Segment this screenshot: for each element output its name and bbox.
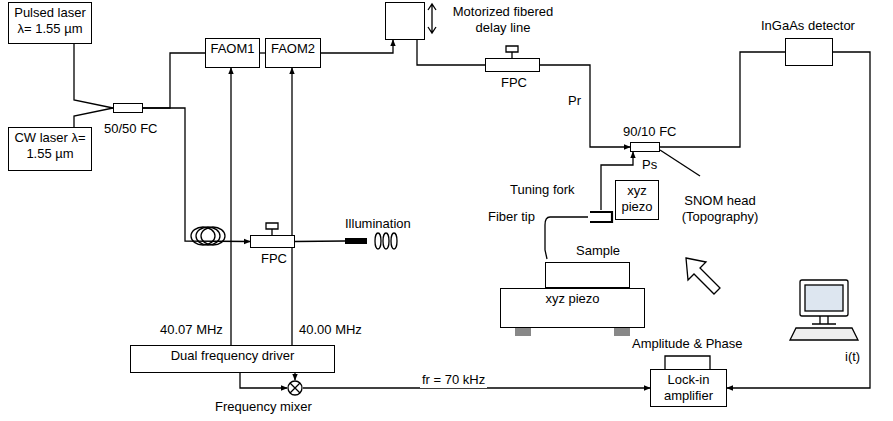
- piezo-box: xyz piezo: [615, 180, 659, 220]
- fiber-coupler: 50/50 FC: [113, 103, 143, 113]
- delay-line: Motorized fibered delay line: [385, 2, 425, 40]
- output-bracket: [665, 356, 710, 369]
- driver-box: Dual frequency driver: [130, 345, 335, 373]
- node-body: xyz piezo: [501, 289, 644, 309]
- node-text: FPC: [501, 75, 527, 91]
- fpc-knob: [266, 223, 278, 235]
- lockin-box: Lock-in amplifier: [650, 369, 727, 407]
- computer-screen: [805, 285, 843, 311]
- mixer-symbol: [287, 380, 303, 396]
- node-text: InGaAs detector: [761, 18, 855, 34]
- node-text: FAOM1: [210, 41, 254, 57]
- fiber-connector: [74, 44, 113, 108]
- piezo-stage: xyz piezo: [500, 288, 645, 328]
- fiber-coil: [191, 227, 215, 245]
- fiber-connector: [240, 373, 287, 388]
- node-text: Dual frequency driver: [171, 348, 295, 364]
- laser-box: Pulsed laser λ= 1.55 µm: [8, 2, 92, 44]
- node-text: Motorized fibered delay line: [444, 4, 562, 35]
- node-body: FAOM1: [206, 39, 259, 59]
- fiber-connector: [230, 68, 231, 345]
- polarization-controller: FPC: [485, 58, 540, 72]
- fiber-connector: [294, 373, 295, 380]
- tuning-fork: Tuning fork: [588, 210, 614, 224]
- node-body: FAOM2: [266, 39, 320, 59]
- node-text: Pulsed laser λ= 1.55 µm: [12, 5, 88, 36]
- hollow-arrow: [686, 258, 720, 294]
- detector-box: InGaAs detector: [785, 38, 833, 66]
- node-body: xyz piezo: [616, 181, 658, 216]
- light-wave: [375, 233, 381, 249]
- annotation-label: SNOM head (Topography): [672, 193, 768, 224]
- fiber-coil: [196, 227, 220, 245]
- modulator-box: FAOM2: [265, 38, 321, 68]
- node-body: Dual frequency driver: [131, 346, 334, 366]
- fiber-coupler: 90/10 FC: [630, 142, 660, 152]
- fork-shape: [588, 210, 614, 224]
- polarization-controller: FPC: [250, 235, 295, 248]
- node-text: 50/50 FC: [104, 121, 157, 137]
- fiber-connector: [417, 40, 485, 65]
- fpc-knob: [506, 46, 518, 58]
- laser-box: CW laser λ= 1.55 µm: [8, 127, 92, 171]
- node-text: FAOM2: [271, 41, 315, 57]
- computer-monitor: [800, 280, 848, 316]
- node-text: FPC: [261, 251, 287, 267]
- computer-keyboard: [790, 328, 858, 340]
- node-body: Lock-in amplifier: [651, 370, 726, 405]
- illumination-fiber: Illumination: [345, 238, 367, 244]
- fiber-connector: [143, 53, 205, 108]
- sample-block: Sample: [545, 262, 630, 288]
- fiber-connector: [295, 240, 345, 242]
- frequency-mixer: Frequency mixer: [287, 380, 303, 396]
- fiber-connector: [143, 108, 250, 242]
- node-text: Illumination: [345, 216, 411, 232]
- node-body: Pulsed laser λ= 1.55 µm: [9, 3, 91, 38]
- motion-arrow: [428, 4, 436, 33]
- node-text: 90/10 FC: [623, 124, 676, 140]
- piezo-leg: [515, 328, 531, 336]
- signal-label: Pr: [566, 93, 583, 109]
- node-body: CW laser λ= 1.55 µm: [9, 128, 91, 163]
- coupler-output: [660, 150, 700, 176]
- annotation-label: Amplitude & Phase: [630, 336, 745, 352]
- computer-stand: [812, 316, 836, 324]
- modulator-box: FAOM1: [205, 38, 260, 68]
- signal-label: fr = 70 kHz: [420, 372, 487, 388]
- fiber-connector: [321, 40, 393, 53]
- node-text: Sample: [576, 243, 620, 259]
- light-wave: [391, 233, 397, 249]
- piezo-leg: [614, 328, 630, 336]
- fiber-connector: [291, 68, 292, 345]
- fiber-connector: [540, 65, 630, 147]
- node-text: xyz piezo: [545, 291, 599, 307]
- fiber-connector: [660, 52, 785, 147]
- node-text: Frequency mixer: [215, 399, 312, 415]
- signal-label: Ps: [640, 157, 659, 173]
- light-wave: [383, 233, 389, 249]
- annotation-label: Fiber tip: [486, 209, 537, 225]
- signal-label: 40.00 MHz: [297, 322, 364, 338]
- fiber-coil: [201, 227, 225, 245]
- node-text: Lock-in amplifier: [654, 372, 723, 403]
- signal-label: 40.07 MHz: [158, 322, 225, 338]
- node-text: CW laser λ= 1.55 µm: [12, 130, 88, 161]
- node-text: xyz piezo: [619, 183, 655, 214]
- node-text: Tuning fork: [510, 182, 575, 198]
- signal-label: i(t): [843, 349, 862, 365]
